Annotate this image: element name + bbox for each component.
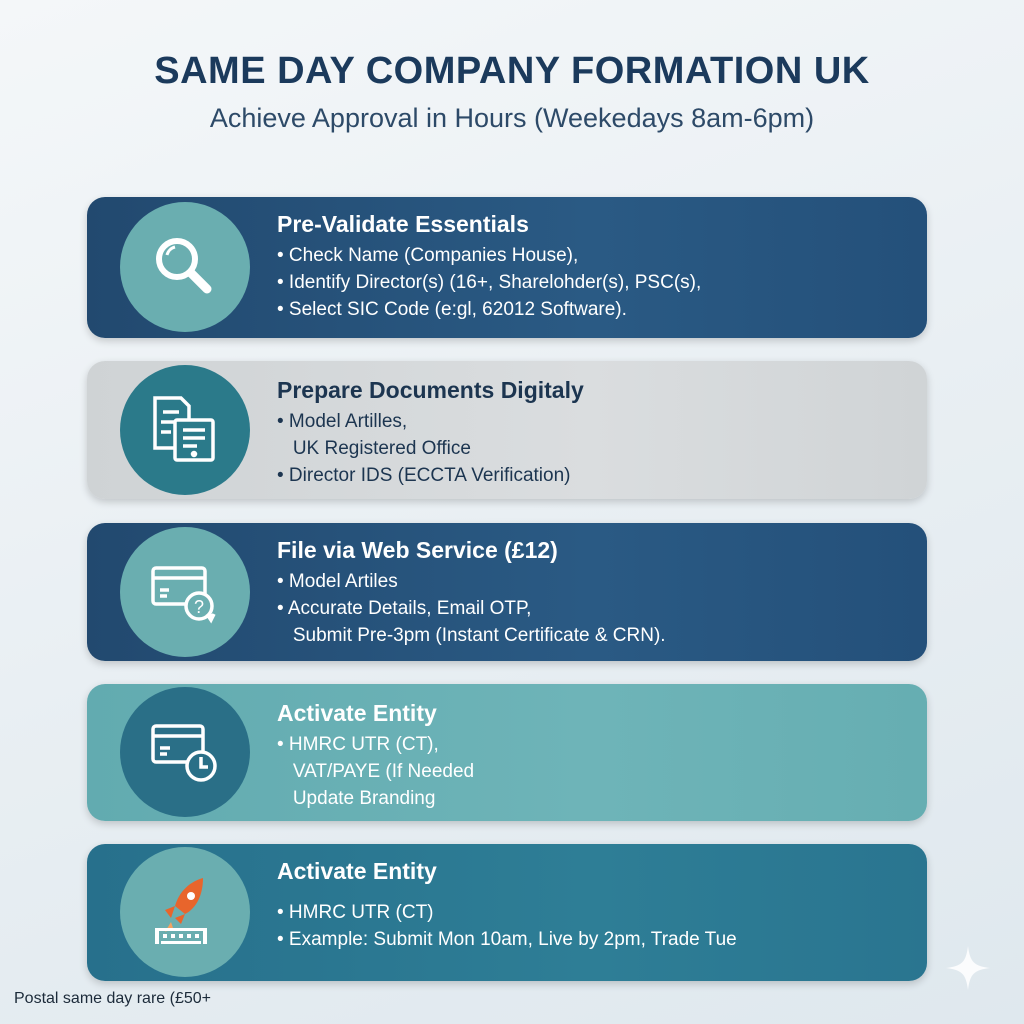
svg-text:?: ? <box>194 597 204 617</box>
step-bullet: • HMRC UTR (CT), <box>277 734 439 755</box>
footnote: Postal same day rare (£50+ <box>14 990 211 1007</box>
card-payment-icon: ? <box>120 527 250 657</box>
documents-icon <box>120 365 250 495</box>
step-heading: File via Web Service (£12) <box>277 537 558 563</box>
step-bullet: Update Branding <box>277 788 436 809</box>
rocket-icon <box>120 847 250 977</box>
step-bullet: • Accurate Details, Email OTP, <box>277 598 532 619</box>
step-bullet: • Example: Submit Mon 10am, Live by 2pm,… <box>277 929 737 950</box>
step-heading: Prepare Documents Digitaly <box>277 377 584 403</box>
step-bullet: • Identify Director(s) (16+, Sharelohder… <box>277 272 702 293</box>
step-card-activate-entity: Activate Entity • HMRC UTR (CT), VAT/PAY… <box>87 684 927 821</box>
sparkle-icon <box>944 944 992 997</box>
step-bullet: • Check Name (Companies House), <box>277 245 579 266</box>
card-clock-icon <box>120 687 250 817</box>
magnifier-icon <box>120 202 250 332</box>
step-heading: Activate Entity <box>277 700 437 726</box>
step-bullet: VAT/PAYE (If Needed <box>277 761 475 782</box>
step-bullet: Submit Pre-3pm (Instant Certificate & CR… <box>277 625 666 646</box>
page-title: SAME DAY COMPANY FORMATION UK <box>154 50 870 92</box>
step-heading: Pre-Validate Essentials <box>277 211 529 237</box>
step-bullet: • Select SIC Code (e:gl, 62012 Software)… <box>277 299 627 320</box>
step-card-file-web-service: ? File via Web Service (£12) • Model Art… <box>87 523 927 661</box>
step-card-prepare-documents: Prepare Documents Digitaly • Model Artil… <box>87 361 927 499</box>
step-bullet: • Director IDS (ECCTA Verification) <box>277 465 571 486</box>
step-bullet: • HMRC UTR (CT) <box>277 902 434 923</box>
step-heading: Activate Entity <box>277 858 437 884</box>
step-bullet: • Model Artilles, <box>277 411 408 432</box>
page-subtitle: Achieve Approval in Hours (Weekedays 8am… <box>209 103 815 133</box>
step-bullet: UK Registered Office <box>277 438 471 459</box>
step-bullet: • Model Artiles <box>277 571 398 592</box>
step-card-activate-entity-example: Activate Entity • HMRC UTR (CT) • Exampl… <box>87 844 927 981</box>
step-card-pre-validate: Pre-Validate Essentials • Check Name (Co… <box>87 197 927 338</box>
